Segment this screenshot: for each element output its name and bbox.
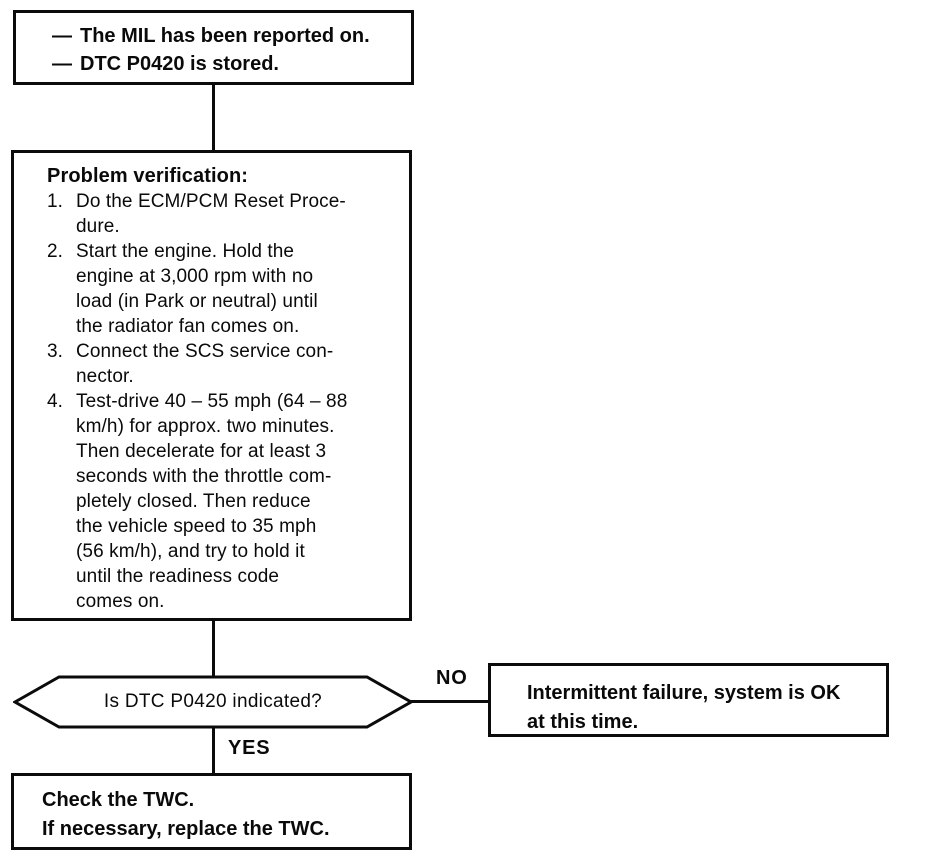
check-twc-box: Check the TWC. If necessary, replace the…	[11, 773, 412, 850]
no-label: NO	[436, 667, 468, 689]
step-text: Test-drive 40 – 55 mph (64 – 88 km/h) fo…	[76, 391, 348, 612]
connector-verification-to-decision	[212, 620, 215, 678]
verification-step-4: 4. Test-drive 40 – 55 mph (64 – 88 km/h)…	[47, 389, 395, 614]
step-number: 4.	[47, 391, 64, 412]
step-text: Connect the SCS service con- nector.	[76, 341, 334, 387]
verification-step-3: 3. Connect the SCS service con- nector.	[47, 339, 395, 389]
connector-decision-to-no-box	[410, 700, 488, 703]
yes-label: YES	[228, 737, 271, 759]
problem-verification-box: Problem verification: 1. Do the ECM/PCM …	[11, 150, 412, 621]
step-number: 3.	[47, 341, 64, 362]
step-number: 2.	[47, 241, 64, 262]
start-condition-line: — The MIL has been reported on.	[52, 22, 403, 50]
dash-bullet: —	[52, 53, 72, 75]
connector-start-to-verification	[212, 84, 215, 151]
step-text: Do the ECM/PCM Reset Proce- dure.	[76, 191, 346, 237]
connector-decision-to-yes-box	[212, 727, 215, 774]
check-twc-line-1: Check the TWC.	[42, 789, 195, 811]
verification-step-1: 1. Do the ECM/PCM Reset Proce- dure.	[47, 189, 395, 239]
start-condition-line: — DTC P0420 is stored.	[52, 50, 403, 78]
intermittent-failure-text: Intermittent failure, system is OK at th…	[527, 682, 841, 733]
intermittent-failure-box: Intermittent failure, system is OK at th…	[488, 663, 889, 737]
decision-question: Is DTC P0420 indicated?	[103, 691, 323, 712]
verification-step-2: 2. Start the engine. Hold the engine at …	[47, 239, 395, 339]
step-number: 1.	[47, 191, 64, 212]
start-line-2: DTC P0420 is stored.	[80, 53, 279, 75]
start-condition-box: — The MIL has been reported on. — DTC P0…	[13, 10, 414, 85]
check-twc-line-2: If necessary, replace the TWC.	[42, 818, 330, 840]
verification-heading: Problem verification:	[47, 165, 249, 187]
step-text: Start the engine. Hold the engine at 3,0…	[76, 241, 318, 337]
dash-bullet: —	[52, 25, 72, 47]
start-line-1: The MIL has been reported on.	[80, 25, 370, 47]
